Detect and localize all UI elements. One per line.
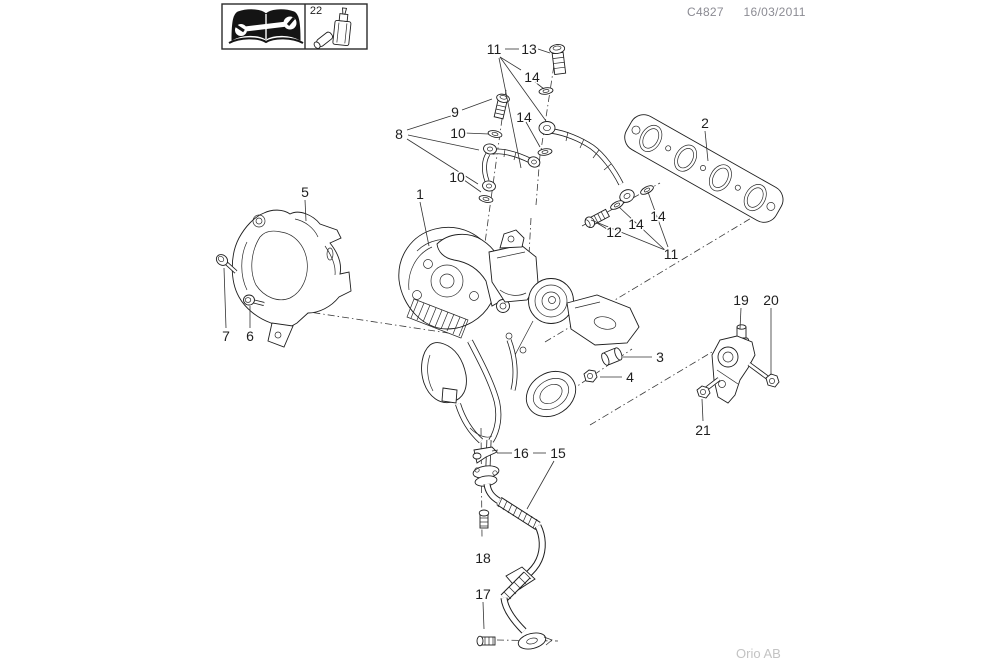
sealant-bottle-icon xyxy=(313,7,352,49)
bolt-7 xyxy=(215,254,238,274)
part-label: 14 xyxy=(516,109,532,125)
document-meta: C4827 16/03/2011 xyxy=(687,5,806,19)
part-labels: 11 13 14 9 14 10 8 10 1 5 2 12 14 14 11 … xyxy=(221,40,781,604)
bolt-18 xyxy=(478,509,490,529)
part-label: 19 xyxy=(733,292,749,308)
company-name: Orio AB xyxy=(736,646,781,661)
part-label: 11 xyxy=(664,246,679,262)
coolant-pipe-drawing xyxy=(478,93,541,203)
part-label: 5 xyxy=(301,184,309,200)
bolt-17 xyxy=(476,635,496,647)
legend-item-number: 22 xyxy=(310,5,322,17)
bolt-20 xyxy=(747,362,780,388)
part-label: 7 xyxy=(222,328,230,344)
document-code: C4827 xyxy=(687,5,724,19)
spacer-3 xyxy=(601,347,623,366)
part-label: 6 xyxy=(246,328,254,344)
support-bracket-drawing xyxy=(696,324,780,404)
part-label: 14 xyxy=(628,216,644,232)
part-label: 14 xyxy=(650,208,666,224)
washer-10 xyxy=(478,195,494,203)
washer-14 xyxy=(538,87,554,95)
part-label: 15 xyxy=(550,445,566,461)
oil-feed-pipe-drawing xyxy=(537,44,654,229)
part-label: 8 xyxy=(395,126,403,142)
banjo-bolt-13 xyxy=(549,44,567,76)
bolt-21 xyxy=(696,377,721,399)
heat-shield-drawing xyxy=(231,209,352,348)
part-label: 20 xyxy=(763,292,779,308)
part-label: 4 xyxy=(626,369,634,385)
bolt-9 xyxy=(493,93,510,120)
part-label: 13 xyxy=(521,41,537,57)
manual-book-icon xyxy=(228,9,304,44)
part-label: 21 xyxy=(695,422,711,438)
part-label: 11 xyxy=(487,41,502,57)
part-label: 9 xyxy=(451,104,459,120)
part-label: 3 xyxy=(656,349,664,365)
washer-14 xyxy=(610,200,624,210)
legend-box: 22 xyxy=(221,3,368,50)
clamp-16 xyxy=(472,446,499,464)
washer-14 xyxy=(640,185,654,195)
part-label: 16 xyxy=(513,445,529,461)
oil-return-pipe-drawing xyxy=(472,446,553,650)
leader-lines xyxy=(223,48,772,630)
part-label: 1 xyxy=(416,186,424,202)
part-label: 14 xyxy=(524,69,540,85)
washer-10 xyxy=(487,130,503,138)
washer-14 xyxy=(537,148,553,156)
manifold-gasket-drawing xyxy=(624,114,784,223)
turbocharger-assembly-drawing xyxy=(398,226,640,467)
nut-4 xyxy=(583,369,598,383)
part-label: 2 xyxy=(701,115,709,131)
bolt-6 xyxy=(243,294,265,306)
part-label: 17 xyxy=(475,586,491,602)
part-label: 10 xyxy=(450,125,466,141)
part-label: 12 xyxy=(606,224,622,240)
part-label: 18 xyxy=(475,550,491,566)
part-label: 10 xyxy=(449,169,465,185)
document-date: 16/03/2011 xyxy=(743,5,806,19)
